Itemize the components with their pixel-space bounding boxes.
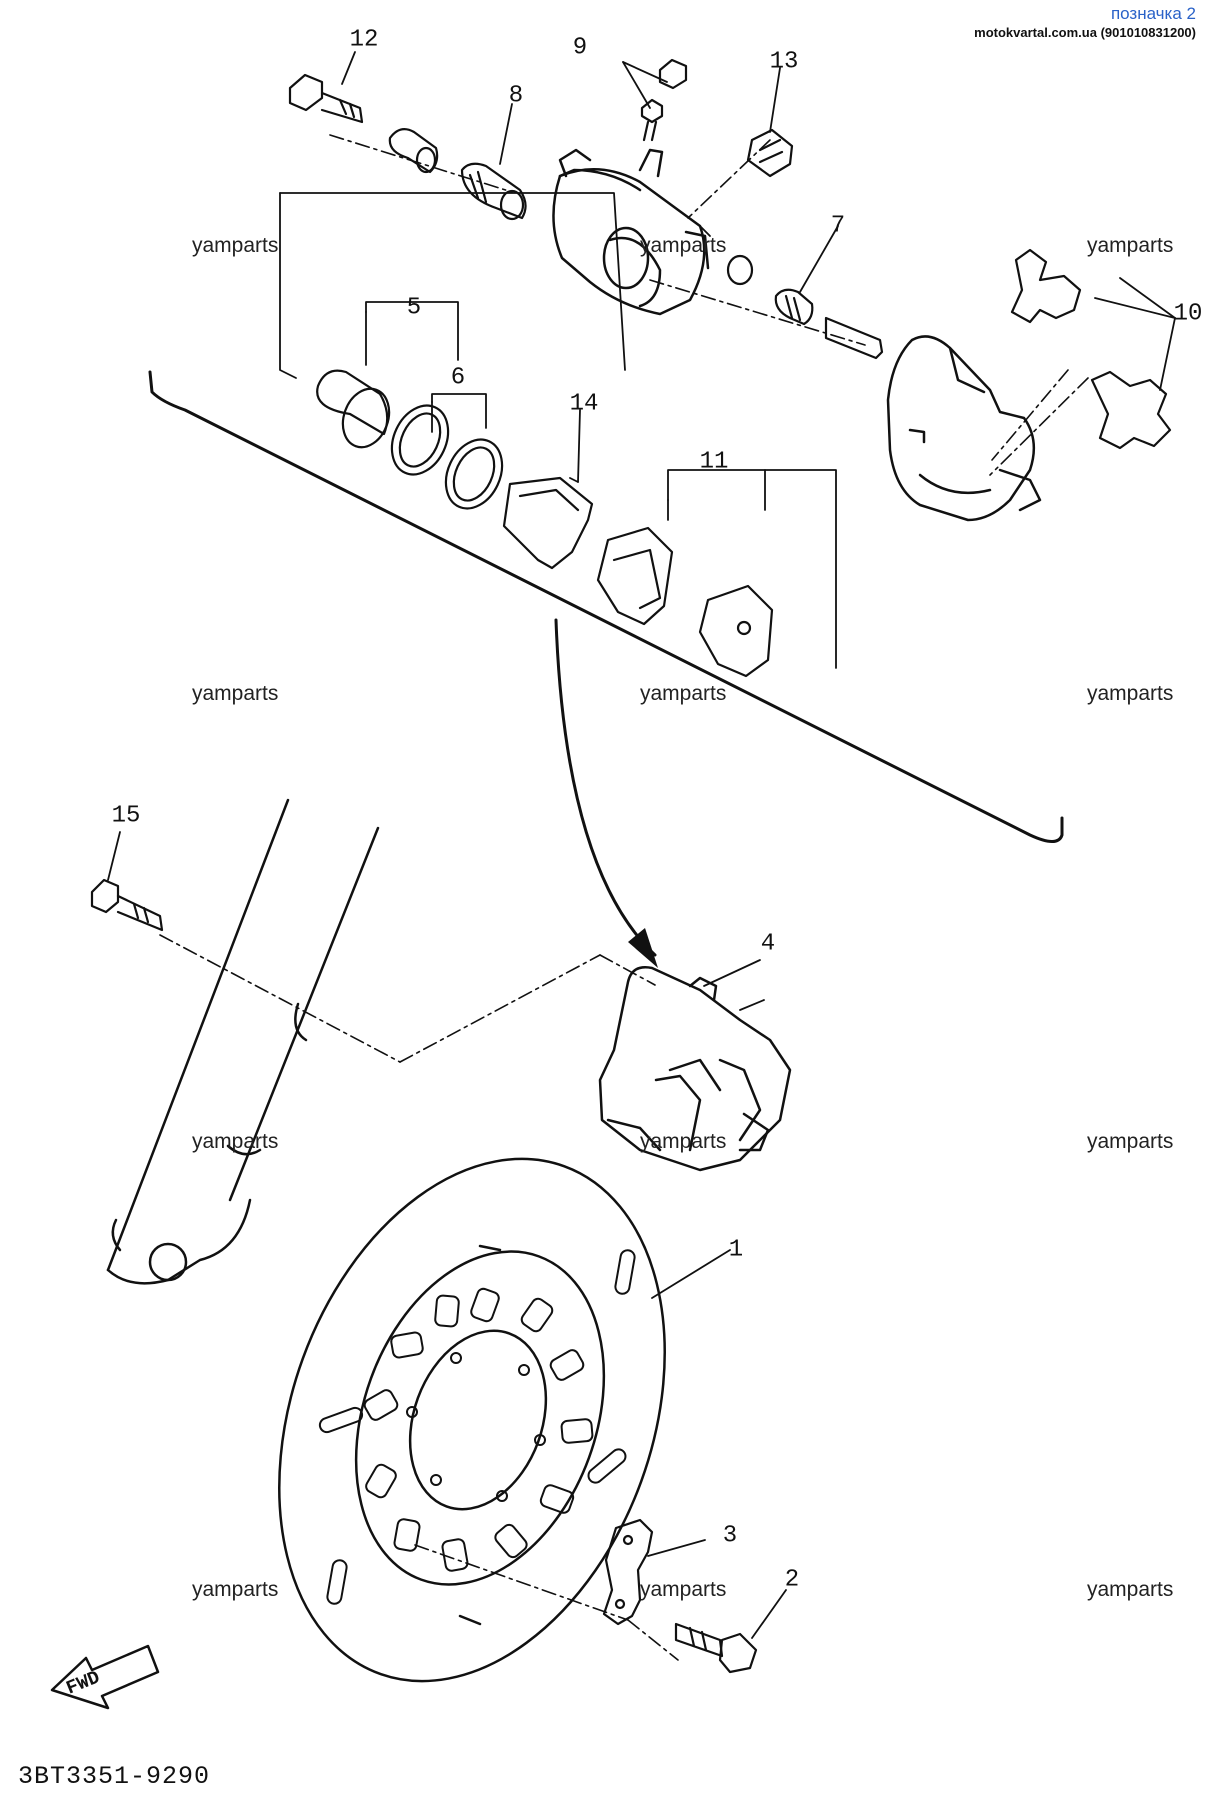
callout-11: 11	[699, 448, 729, 476]
disc-vent-slots	[363, 1287, 594, 1572]
callout-8: 8	[508, 82, 524, 110]
watermark: yamparts	[192, 1130, 279, 1153]
part-1-brake-disc	[278, 1157, 666, 1683]
callout-leaders	[107, 51, 839, 1639]
part-5-piston	[316, 369, 391, 449]
part-sleeve	[388, 127, 439, 174]
header-site-id: motokvartal.com.ua (901010831200)	[974, 25, 1196, 40]
callout-15: 15	[111, 802, 141, 830]
part-7-slide-pin	[774, 288, 884, 360]
part-10-pad-springs	[1010, 248, 1172, 450]
assembly-arrow	[554, 618, 657, 957]
group-leader-lines	[279, 61, 1176, 669]
watermark: yamparts	[1087, 682, 1174, 705]
part-3-lock-plate	[602, 1518, 654, 1626]
part-6-seals	[390, 404, 504, 510]
callout-12: 12	[349, 26, 379, 54]
watermark: yamparts	[1087, 1578, 1174, 1601]
watermark: yamparts	[192, 234, 279, 257]
watermark: yamparts	[640, 682, 727, 705]
callout-13: 13	[769, 48, 799, 76]
watermark: yamparts	[192, 682, 279, 705]
disc-outer-slots	[318, 1249, 636, 1605]
part-13-clip	[746, 128, 794, 178]
caliper-breakdown-bracket	[148, 370, 1064, 843]
caliper-bracket	[886, 335, 1042, 522]
callout-14: 14	[569, 390, 599, 418]
callout-10: 10	[1173, 300, 1203, 328]
callout-3: 3	[722, 1522, 738, 1550]
fwd-arrow	[50, 1644, 160, 1710]
part-washer	[726, 254, 754, 286]
part-12-bolt	[288, 73, 364, 124]
watermark: yamparts	[192, 1578, 279, 1601]
watermark: yamparts	[640, 234, 727, 257]
header-link[interactable]: позначка 2	[1110, 4, 1196, 23]
part-8-boot	[460, 162, 527, 221]
callout-7: 7	[830, 212, 846, 240]
callout-4: 4	[760, 930, 776, 958]
caliper-body	[552, 148, 710, 316]
part-4-caliper-assembly	[598, 966, 792, 1172]
watermark: yamparts	[640, 1130, 727, 1153]
disc-bolt-holes	[406, 1352, 546, 1502]
watermark: yamparts	[1087, 234, 1174, 257]
fork-leg	[106, 798, 380, 1285]
watermark: yamparts	[640, 1578, 727, 1601]
part-9-bleeder	[640, 58, 688, 142]
assembly-arrowhead	[628, 928, 658, 968]
callout-9: 9	[572, 34, 588, 62]
watermark: yamparts	[1087, 1130, 1174, 1153]
callout-6: 6	[450, 364, 466, 392]
alignment-lines	[159, 134, 1089, 1661]
figure-code: 3BT3351-9290	[18, 1762, 211, 1791]
part-2-disc-bolt	[674, 1622, 758, 1674]
callout-2: 2	[784, 1566, 800, 1594]
part-11-brake-pads	[596, 526, 774, 678]
part-15-bolt	[90, 878, 164, 932]
callout-1: 1	[728, 1236, 744, 1264]
part-14-pad-shim	[502, 476, 594, 570]
callout-5: 5	[406, 294, 422, 322]
